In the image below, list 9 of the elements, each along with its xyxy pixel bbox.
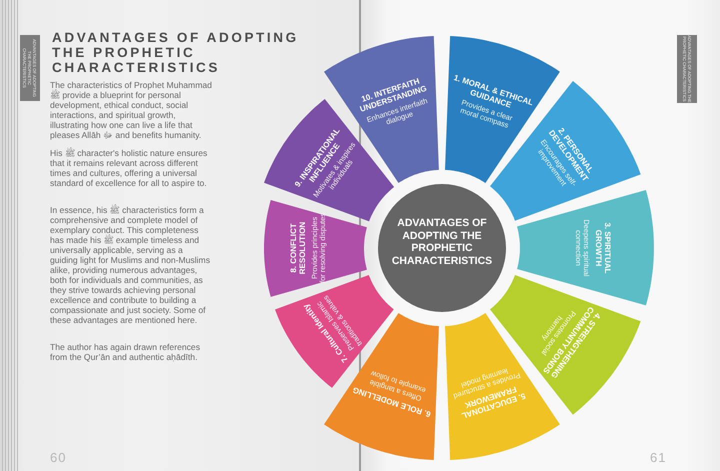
body-paragraph: His ﷺ character's holistic nature ensures that it remains relevant across different times and cultures, offering a universal standard of excellence for all to aspire to. (50, 148, 208, 188)
body-paragraph: The author has again drawn references from the Qur’ān and authentic aḥādīth. (50, 342, 202, 362)
body-paragraph: In essence, his ﷺ characteristics form a comprehensive and complete model of exemplary conduct. This completeness has made his ﷺ example timeless and universally applicable, serving as a guiding light for Muslims and non-Muslims alike, providing numerous advantages, both for individuals and communities, as they strive towards achieving personal excellence and contribute to building a compassionate and just society. Some of these advantages are mentioned here. (50, 205, 212, 325)
page-number: 61 (650, 450, 666, 465)
body-paragraph: The characteristics of Prophet Muhammad ﷺ provide a blueprint for personal development, ethical conduct, social interactions, and spiritual growth, illustrating how one can live a life that pleases Allāh ﷻ and benefits humanity. (50, 80, 212, 140)
segment-heading: 8. CONFLICT RESOLUTION (288, 220, 306, 276)
center-title: ADVANTAGES OF ADOPTING THE PROPHETIC CHARACTERISTICS (390, 217, 494, 267)
segment-heading: 3. SPIRITUAL GROWTH (594, 221, 612, 276)
page-title: ADVANTAGES OF ADOPTING THE PROPHETIC CHARACTERISTICS (52, 30, 300, 75)
